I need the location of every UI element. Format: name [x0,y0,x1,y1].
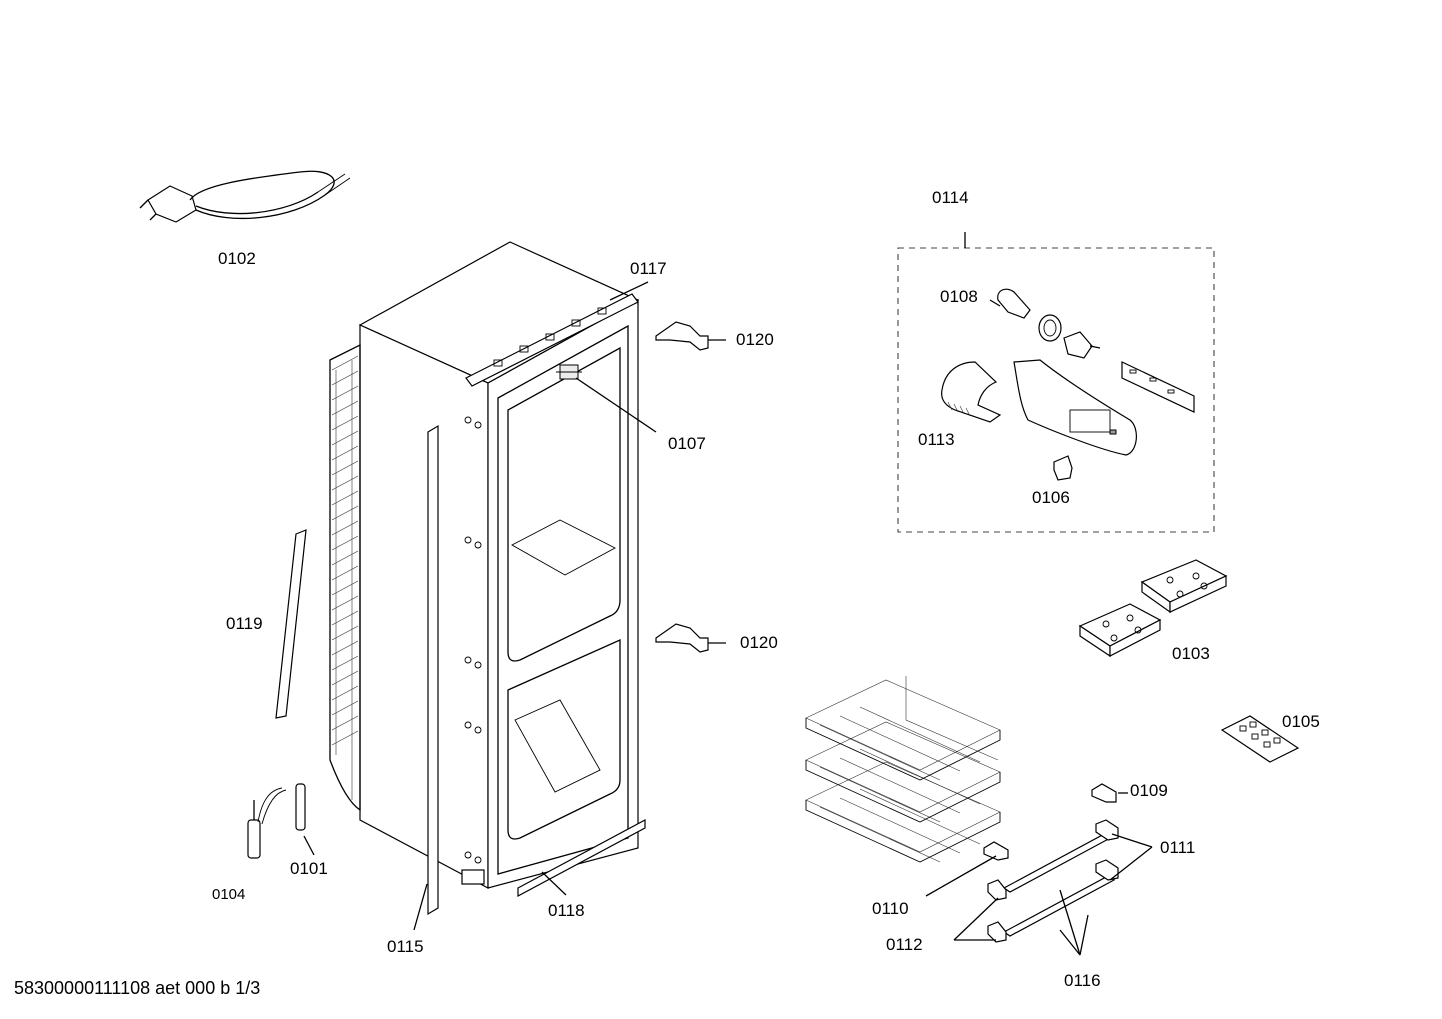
label-0118: 0118 [548,901,585,920]
label-0117: 0117 [630,259,667,278]
hinge-upper-part [655,321,709,351]
label-0110: 0110 [872,899,909,918]
sensor-0104-part [247,787,287,859]
hinge-lower-part [655,623,709,653]
label-0116: 0116 [1064,971,1101,990]
label-0112: 0112 [886,935,923,954]
label-0103: 0103 [1172,644,1210,663]
condenser-coil [329,343,361,812]
label-0113: 0113 [918,430,955,449]
label-0107: 0107 [668,434,706,453]
switch-0106-part [1053,455,1073,481]
rail-lower-part [987,859,1119,943]
top-rail-part [465,293,639,387]
label-0120-upper: 0120 [736,330,774,349]
freeze-pack-0103-part [1078,559,1228,658]
lamp-assembly-group-box [897,247,1215,533]
strip-0119-part [275,529,307,719]
ice-tray-0105-part [1220,715,1300,763]
clip-0109-part [1091,783,1117,803]
label-0115: 0115 [387,937,424,956]
sensor-0101-part [295,783,306,831]
bulb-0108-part [997,288,1101,359]
bracket-0107-part [556,364,582,380]
label-0114: 0114 [932,188,969,207]
wire-shelves-part [805,676,1001,863]
label-0120-lower: 0120 [740,633,778,652]
lamp-cover-0113-part [941,361,1002,423]
thermostat-housing-part [1013,359,1137,456]
label-0119: 0119 [226,614,263,633]
label-0111: 0111 [1160,838,1195,857]
document-reference: 58300000111108 aet 000 b 1/3 [14,978,261,998]
label-0102: 0102 [218,249,256,268]
strip-0118-part [517,818,646,898]
label-0106: 0106 [1032,488,1070,507]
strip-0115-part [427,424,439,916]
label-0105: 0105 [1282,712,1320,731]
clip-0110-part [983,841,1009,861]
label-0108: 0108 [940,287,978,306]
cabinet-body [358,241,640,889]
label-0104: 0104 [212,886,245,903]
leader-lines [303,281,1153,956]
rail-upper-part [987,819,1119,901]
control-panel-plate-part [1121,361,1195,413]
label-0109: 0109 [1130,781,1168,800]
label-0101: 0101 [290,859,328,878]
power-cord-part [139,170,351,223]
